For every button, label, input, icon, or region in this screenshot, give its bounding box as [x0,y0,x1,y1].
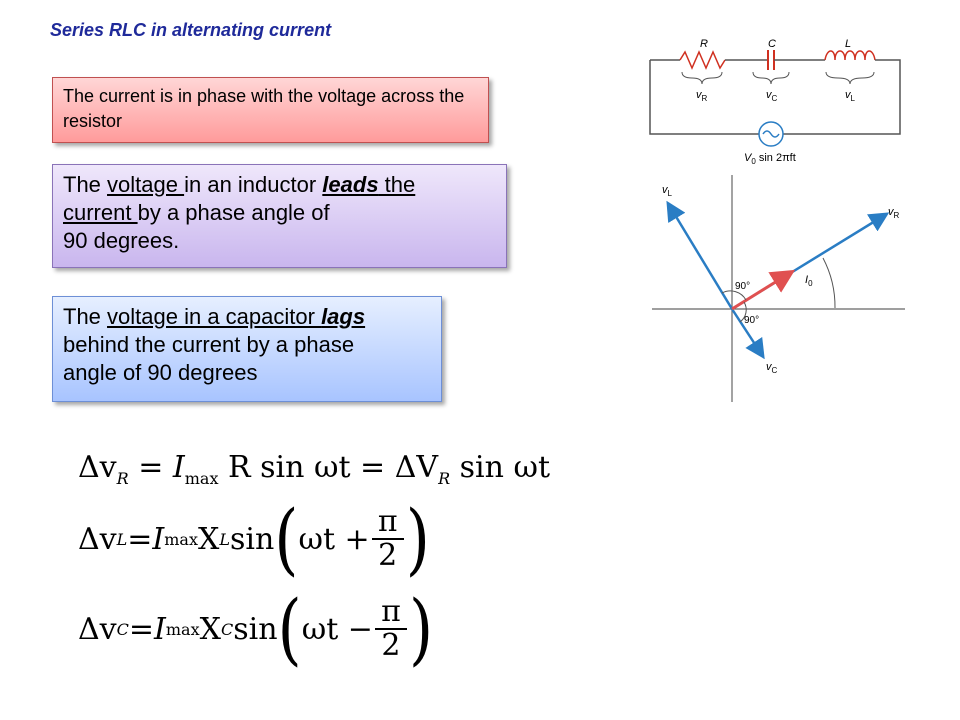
inductor-note-text: The [63,172,108,197]
inductor-note-box: The voltage in an inductor leads the cur… [52,164,507,268]
capacitor-note-lags: lags [321,304,366,329]
eq-symbol: Δv [78,450,117,485]
eq-equals: = [128,450,173,485]
capacitor-note-text: angle of 90 degrees [63,360,258,385]
label-r: R [700,38,708,50]
eq-equals: = [127,521,153,557]
brace-l [825,71,875,85]
eq-denominator: 2 [378,538,398,573]
vl-phasor [666,200,734,310]
capacitor-note-box: The voltage in a capacitor lags behind t… [52,296,442,402]
eq-numerator: π [381,594,401,629]
eq-max: max [184,469,219,488]
capacitor-note-text: behind the current by a phase [63,332,355,357]
eq-paren-close: ) [405,492,430,584]
eq-sin: sin [233,611,278,647]
label-c: C [768,38,776,50]
label-vl: vL [845,89,856,103]
eq-max: max [165,619,200,639]
eq-paren-open: ( [277,582,302,674]
resistor-symbol [679,50,726,70]
inductor-note-voltage: voltage [107,172,185,197]
inductor-note-leads: leads [322,172,379,197]
inductor-note-text: by a phase angle of [137,200,330,225]
equation-resistor: ΔvR = Imax R sin ωt = ΔVR sin ωt [78,450,550,488]
inductor-note-the: the [378,172,416,197]
phasor-label-vr: vR [888,206,900,220]
label-vc: vC [766,89,778,103]
eq-argument: ωt + [298,521,370,557]
eq-reactance: X [199,611,221,647]
resistor-note-text: The current is in phase with the voltage… [63,86,465,131]
eq-symbol: Δv [78,611,117,647]
angle-arc-lower [739,301,747,323]
angle-arc-outer [822,257,836,309]
eq-current: I [154,611,166,647]
eq-subscript: L [219,529,230,549]
inductor-note-current: current [63,200,138,225]
resistor-note-box: The current is in phase with the voltage… [52,77,489,143]
phasor-label-vc: vC [766,361,778,375]
eq-max: max [164,529,198,549]
eq-term: R sin ωt = ΔV [218,450,439,485]
capacitor-note-voltage: voltage in a capacitor [107,304,322,329]
eq-numerator: π [377,504,398,539]
eq-current: I [152,521,165,557]
inductor-symbol [824,50,876,61]
eq-sin: sin [229,521,275,557]
phasor-diagram: vL vR vC I0 90° 90° [652,175,905,402]
eq-subscript: C [220,619,234,639]
brace-c [752,71,790,85]
slide-title: Series RLC in alternating current [50,20,332,40]
angle-arc-upper [721,290,747,301]
eq-term: sin ωt [450,450,551,485]
rlc-circuit-diagram: R C L vR vC vL V0 sin 2πft [649,38,901,166]
eq-current: I [172,450,185,485]
vc-phasor [730,308,765,360]
brace-r [681,71,723,85]
inductor-note-text: 90 degrees. [63,228,180,253]
sine-wave-icon [762,130,780,138]
eq-subscript: L [116,529,128,549]
eq-fraction-bar [374,628,407,630]
eq-reactance: X [197,521,220,557]
eq-symbol: Δv [78,521,117,557]
circuit-wire [783,59,901,135]
eq-equals: = [128,611,155,647]
current-phasor [731,269,796,311]
eq-subscript: R [438,469,451,488]
inductor-note-text: in an inductor [184,172,323,197]
eq-subscript: R [116,469,129,488]
angle-label-upper: 90° [735,281,750,292]
eq-fraction-bar [371,538,404,540]
label-source: V0 sin 2πft [744,152,796,166]
eq-argument: ωt − [301,611,373,647]
eq-subscript: C [116,619,129,639]
eq-paren-open: ( [274,492,299,584]
phasor-label-i0: I0 [805,274,813,288]
label-l: L [845,38,851,50]
eq-denominator: 2 [381,628,401,663]
capacitor-note-text: The [63,304,108,329]
circuit-wire [649,60,759,135]
phasor-label-vl: vL [662,184,673,198]
eq-paren-close: ) [408,582,434,674]
angle-label-lower: 90° [744,315,759,326]
label-vr: vR [696,89,708,103]
